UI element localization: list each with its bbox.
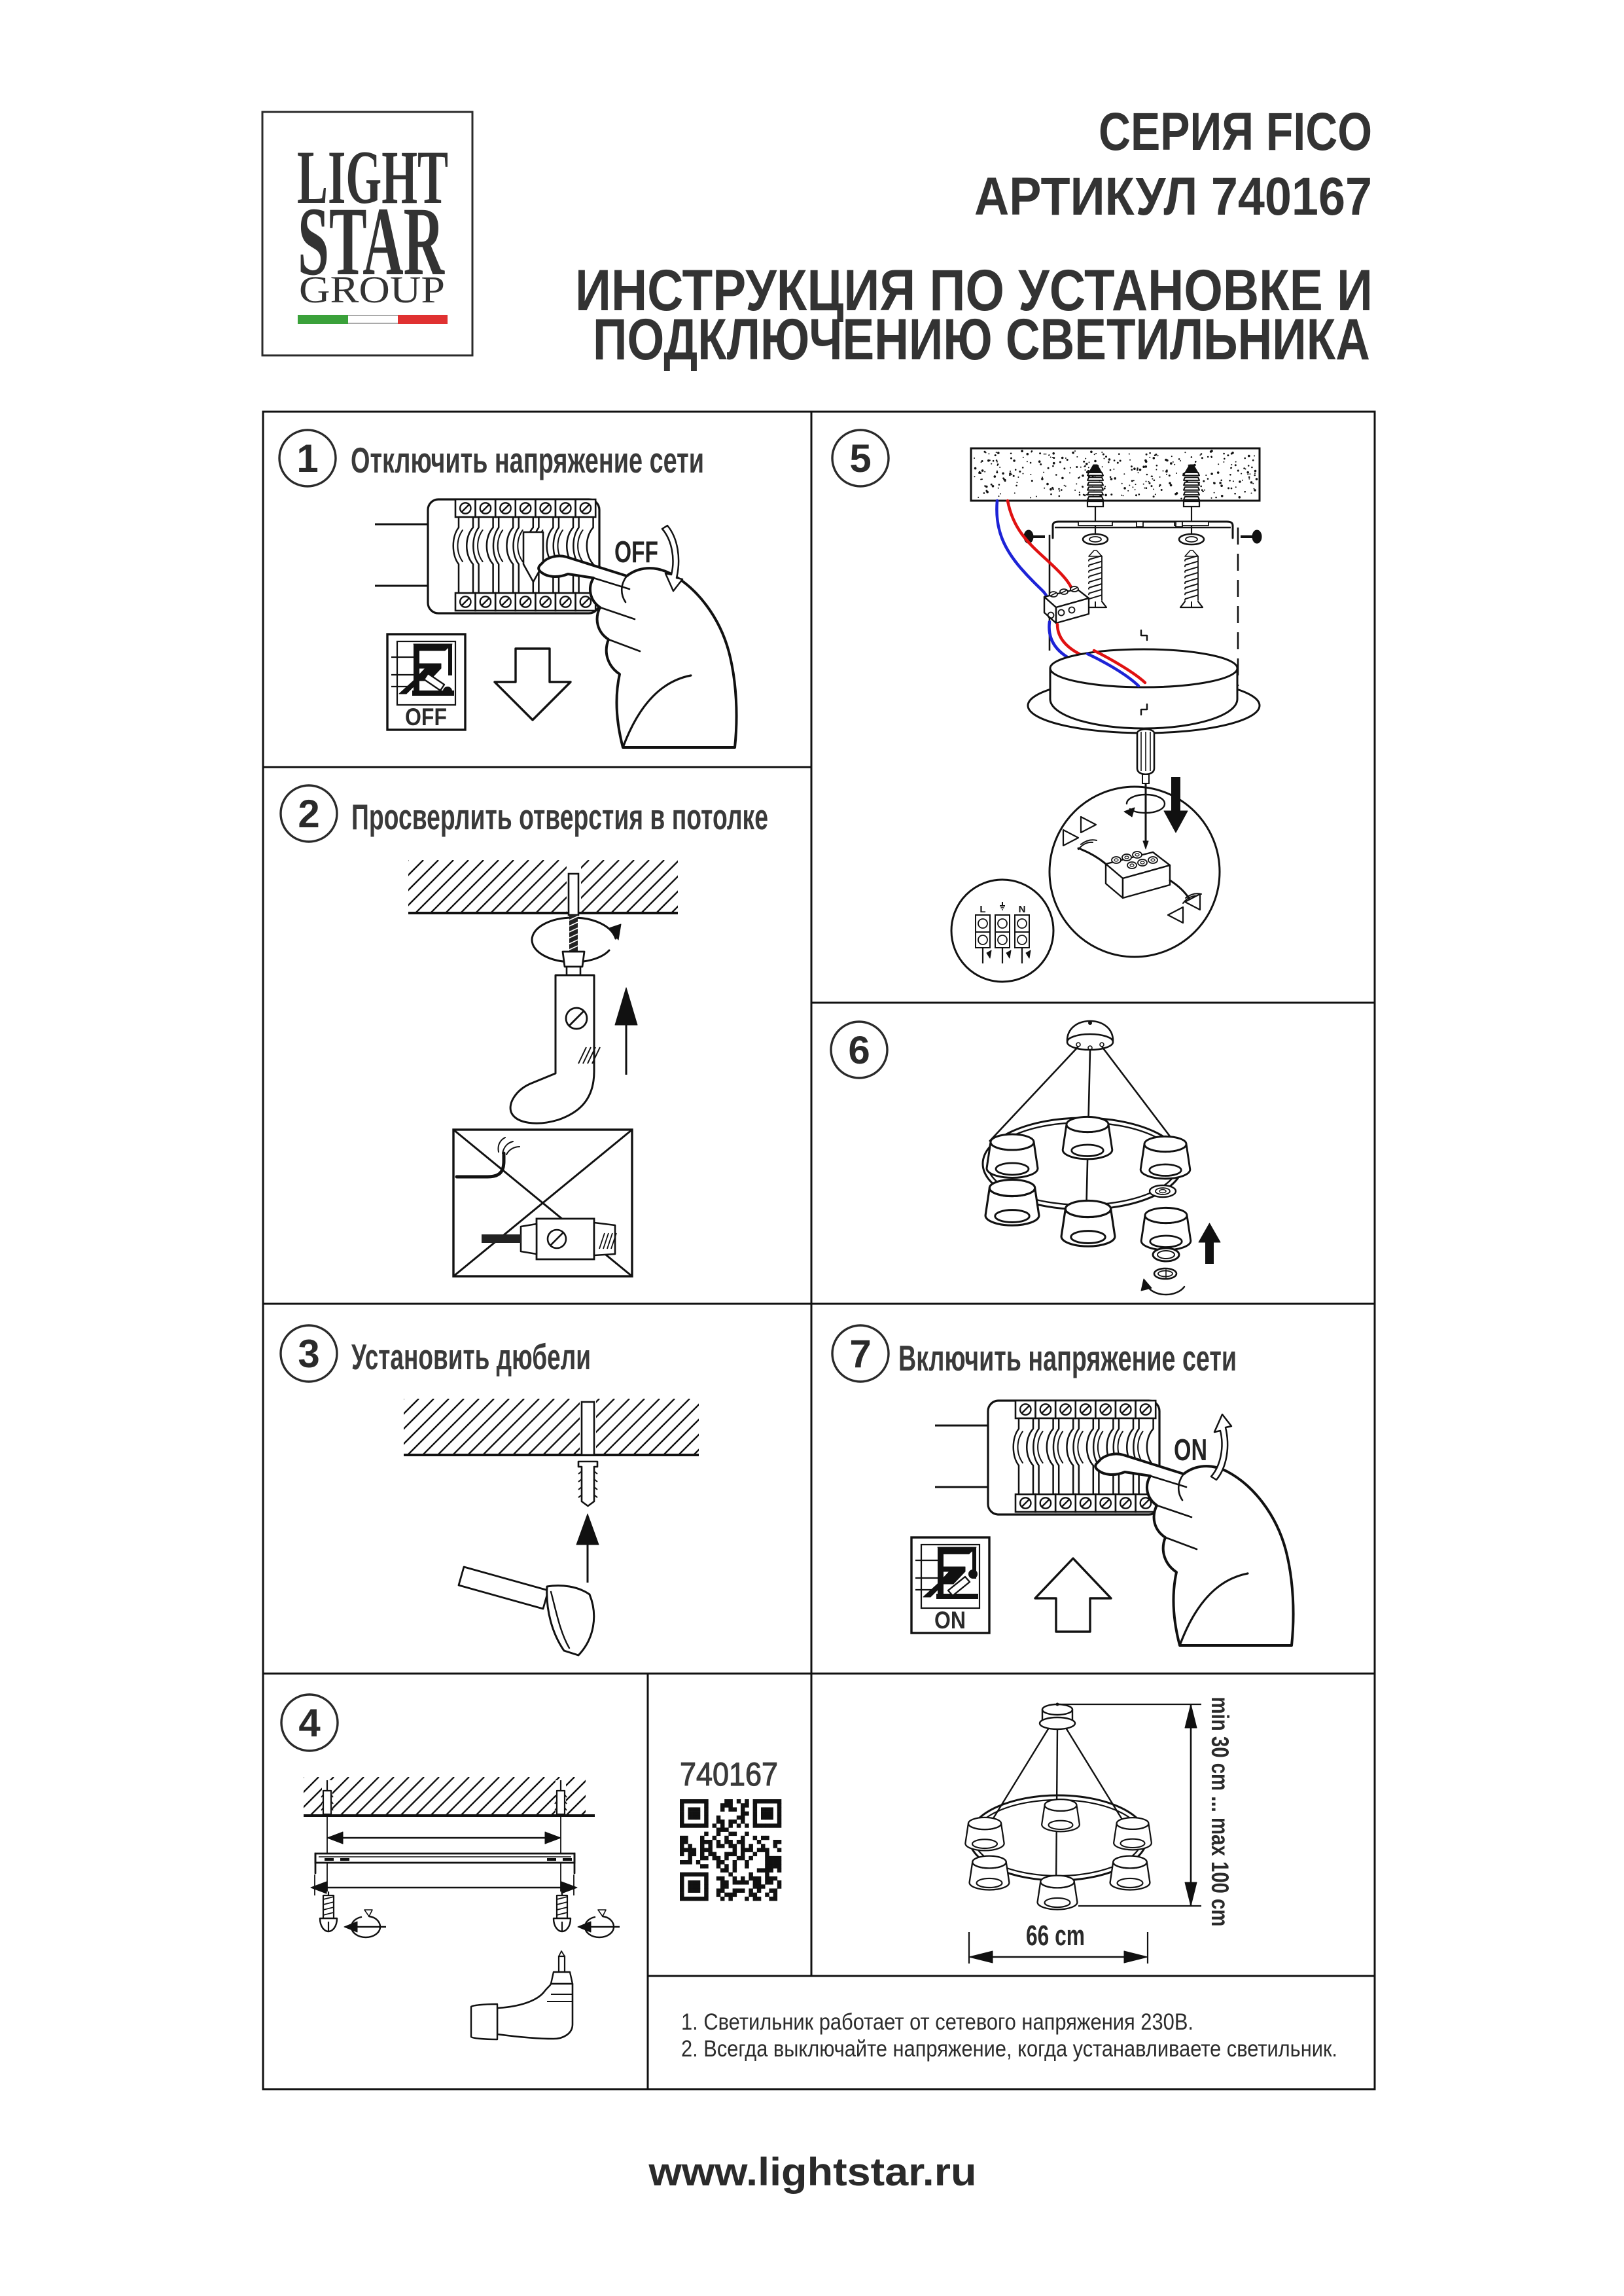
svg-text:1: 1 — [296, 437, 318, 480]
svg-text:L: L — [980, 904, 985, 915]
svg-text:Включить напряжение сети: Включить напряжение сети — [898, 1338, 1237, 1378]
svg-text:1. Светильник работает от сете: 1. Светильник работает от сетевого напря… — [681, 2009, 1193, 2035]
svg-text:Установить дюбели: Установить дюбели — [351, 1336, 591, 1377]
svg-text:GROUP: GROUP — [299, 268, 445, 311]
svg-text:5: 5 — [849, 437, 871, 480]
svg-text:6: 6 — [848, 1028, 870, 1072]
svg-text:ON: ON — [1174, 1433, 1207, 1467]
svg-text:ПОДКЛЮЧЕНИЮ СВЕТИЛЬНИКА: ПОДКЛЮЧЕНИЮ СВЕТИЛЬНИКА — [593, 306, 1370, 372]
svg-text:66 cm: 66 cm — [1026, 1920, 1085, 1952]
svg-text:N: N — [1019, 904, 1026, 915]
svg-text:Просверлить отверстия в потолк: Просверлить отверстия в потолке — [351, 797, 768, 837]
svg-text:ИНСТРУКЦИЯ ПО УСТАНОВКЕ И: ИНСТРУКЦИЯ ПО УСТАНОВКЕ И — [575, 257, 1373, 323]
svg-text:min 30 cm ... max 100 cm: min 30 cm ... max 100 cm — [1207, 1697, 1233, 1927]
svg-text:2: 2 — [298, 792, 319, 836]
svg-text:3: 3 — [298, 1332, 319, 1376]
svg-text:OFF: OFF — [405, 704, 447, 730]
svg-text:LIGHT: LIGHT — [297, 135, 448, 220]
svg-text:OFF: OFF — [614, 535, 658, 569]
svg-text:АРТИКУЛ 740167: АРТИКУЛ 740167 — [974, 167, 1372, 226]
svg-text:STAR: STAR — [298, 187, 445, 296]
svg-text:www.lightstar.ru: www.lightstar.ru — [648, 2150, 976, 2194]
svg-text:4: 4 — [298, 1701, 321, 1745]
svg-text:7: 7 — [849, 1332, 871, 1376]
svg-text:2. Всегда выключайте напряжени: 2. Всегда выключайте напряжение, когда у… — [681, 2036, 1337, 2062]
svg-text:Отключить напряжение сети: Отключить напряжение сети — [351, 440, 704, 480]
svg-text:СЕРИЯ FICO: СЕРИЯ FICO — [1099, 102, 1372, 162]
svg-text:740167: 740167 — [680, 1756, 778, 1793]
svg-text:ON: ON — [934, 1607, 966, 1634]
